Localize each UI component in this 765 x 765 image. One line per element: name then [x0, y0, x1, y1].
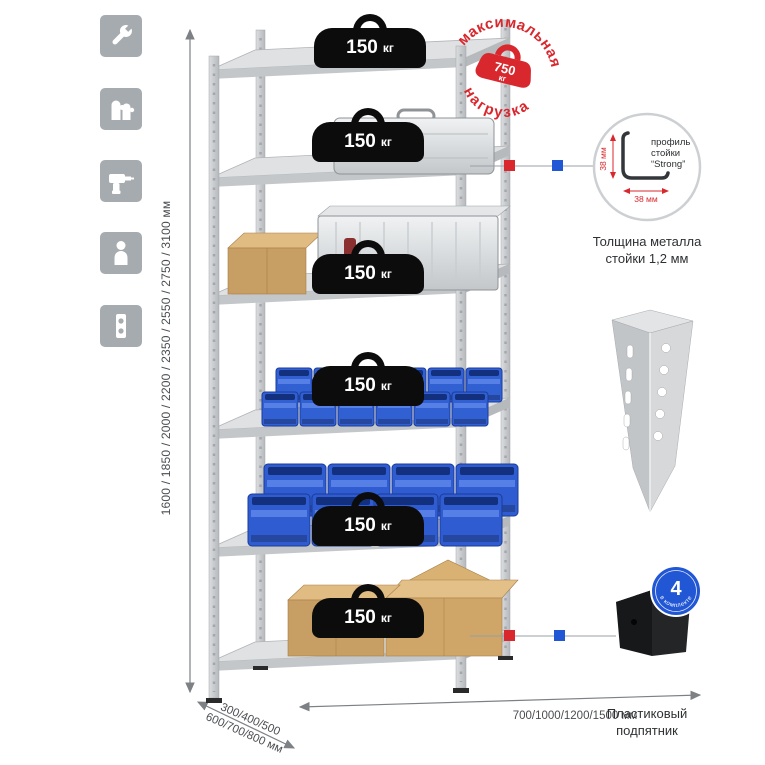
weight-handle-icon — [353, 14, 387, 31]
load-unit: кг — [380, 267, 392, 281]
depth-dim-line — [196, 701, 296, 749]
weight-handle-icon — [351, 240, 385, 257]
wrench-icon — [100, 15, 142, 57]
blue-marker — [554, 630, 565, 641]
rack-post-front-left — [208, 55, 220, 699]
stamp-weight-icon — [495, 44, 521, 61]
load-unit: кг — [380, 611, 392, 625]
angle-post-detail — [611, 309, 694, 513]
profile-caption-line2: стойки 1,2 мм — [605, 250, 689, 266]
load-value: 150 — [346, 37, 378, 58]
weight-handle-icon — [351, 492, 385, 509]
person-icon — [100, 232, 142, 274]
foot-count-badge: 4 в комплекте — [650, 565, 702, 617]
gloves-icon — [100, 88, 142, 130]
load-unit: кг — [380, 519, 392, 533]
profile-cross-section — [621, 131, 670, 180]
level-icon — [100, 305, 142, 347]
shelf-load-badge-1: 150 кг — [314, 14, 426, 68]
load-value: 150 — [344, 131, 376, 152]
profile-label-line3: “Strong” — [651, 159, 685, 170]
width-dimension-label: 700/1000/1200/1500 мм — [512, 710, 638, 722]
profile-dim-horizontal: 38 мм — [634, 194, 658, 204]
load-unit: кг — [382, 41, 394, 55]
foot-caption-line2: подпятник — [616, 722, 678, 738]
stamp-unit: кг — [498, 73, 508, 84]
foot-caption-line1: Пластиковый — [606, 706, 688, 721]
post-profile-detail: 38 мм 38 мм профиль стойки “Strong” — [592, 112, 702, 222]
profile-label-line1: профиль — [651, 137, 690, 148]
height-dimension-label: 1600 / 1850 / 2000 / 2200 / 2350 / 2550 … — [159, 200, 173, 516]
connector-bottom — [470, 630, 616, 641]
shelving-rack — [206, 19, 519, 703]
foot-count: 4 — [670, 578, 682, 600]
red-marker — [504, 160, 515, 171]
profile-dim-vertical: 38 мм — [598, 147, 608, 171]
profile-caption: Толщина металла стойки 1,2 мм — [572, 234, 722, 268]
shelf-load-badge-4: 150 кг — [312, 352, 424, 406]
load-unit: кг — [380, 379, 392, 393]
profile-label-line2: стойки — [651, 148, 680, 159]
width-dim-line — [298, 690, 702, 712]
max-load-stamp: максимальная нагрузка 750 кг — [452, 6, 570, 129]
profile-caption-line1: Толщина металла — [592, 234, 702, 249]
load-value: 150 — [344, 607, 376, 628]
load-value: 150 — [344, 375, 376, 396]
drill-icon — [100, 160, 142, 202]
stamp-arc-bottom-text: нагрузка — [455, 81, 536, 129]
load-unit: кг — [380, 135, 392, 149]
load-value: 150 — [344, 263, 376, 284]
shelf-load-badge-2: 150 кг — [312, 108, 424, 162]
weight-handle-icon — [351, 352, 385, 369]
red-marker — [504, 630, 515, 641]
shelf-load-badge-5: 150 кг — [312, 492, 424, 546]
svg-text:нагрузка: нагрузка — [455, 81, 536, 129]
shelf-load-badge-3: 150 кг — [312, 240, 424, 294]
blue-marker — [552, 160, 563, 171]
weight-handle-icon — [351, 584, 385, 601]
stamp-value: 750 — [493, 59, 518, 79]
cardboard-box-small — [227, 232, 323, 295]
load-value: 150 — [344, 515, 376, 536]
foot-caption: Пластиковый подпятник — [572, 706, 722, 740]
connector-top — [470, 160, 596, 171]
weight-handle-icon — [351, 108, 385, 125]
shelf-load-badge-6: 150 кг — [312, 584, 424, 638]
